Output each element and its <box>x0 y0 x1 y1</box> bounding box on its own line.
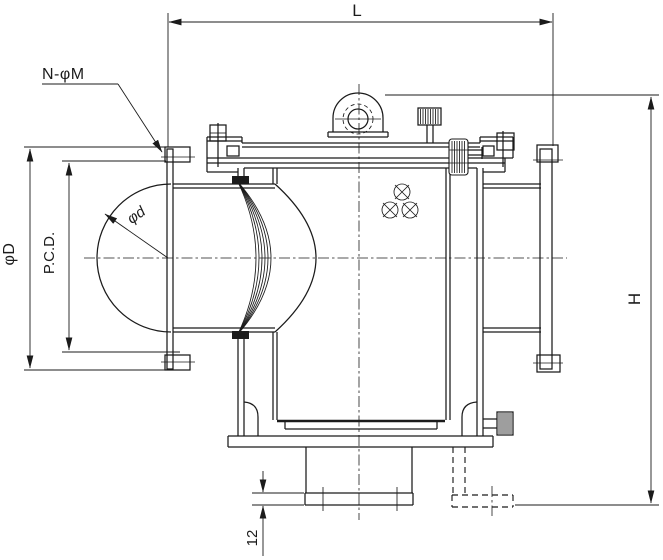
outlet-nozzle <box>483 183 541 333</box>
dim-label-flange-thickness: 12 <box>244 530 261 547</box>
cover-swing-bolts <box>209 123 515 167</box>
center-lines <box>84 84 567 520</box>
dim-label-bore: φd <box>124 203 149 228</box>
lifting-lug <box>327 92 389 138</box>
body-shell <box>237 168 484 436</box>
strainer-basket <box>272 168 451 420</box>
drain-plug <box>483 411 514 436</box>
hidden-drain-pipe <box>451 447 514 508</box>
eye-bolt <box>448 138 483 176</box>
dimension-phiD: φD <box>1 146 166 371</box>
dimension-L: L <box>167 1 554 147</box>
wing-knob <box>417 107 442 143</box>
note-bolt-holes: N-φM <box>42 66 163 153</box>
dim-label-H: H <box>625 293 644 305</box>
vent-cock-symbol <box>381 183 419 219</box>
dome-cover <box>96 183 172 333</box>
bottom-outlet <box>304 447 414 511</box>
inlet-flange <box>161 146 195 371</box>
outlet-side-flange <box>533 144 563 373</box>
cover-plate <box>206 136 514 173</box>
dim-label-L: L <box>352 1 361 20</box>
body-bottom <box>227 401 494 448</box>
dimension-12: 12 <box>244 471 304 556</box>
dimension-H: H <box>385 94 659 506</box>
dim-label-flange-od: φD <box>1 243 18 266</box>
dim-label-pcd: P.C.D. <box>41 232 58 274</box>
inlet-nozzle <box>173 176 317 339</box>
dimension-pcd: P.C.D. <box>41 160 180 353</box>
dim-label-bolt-holes: N-φM <box>42 66 85 83</box>
